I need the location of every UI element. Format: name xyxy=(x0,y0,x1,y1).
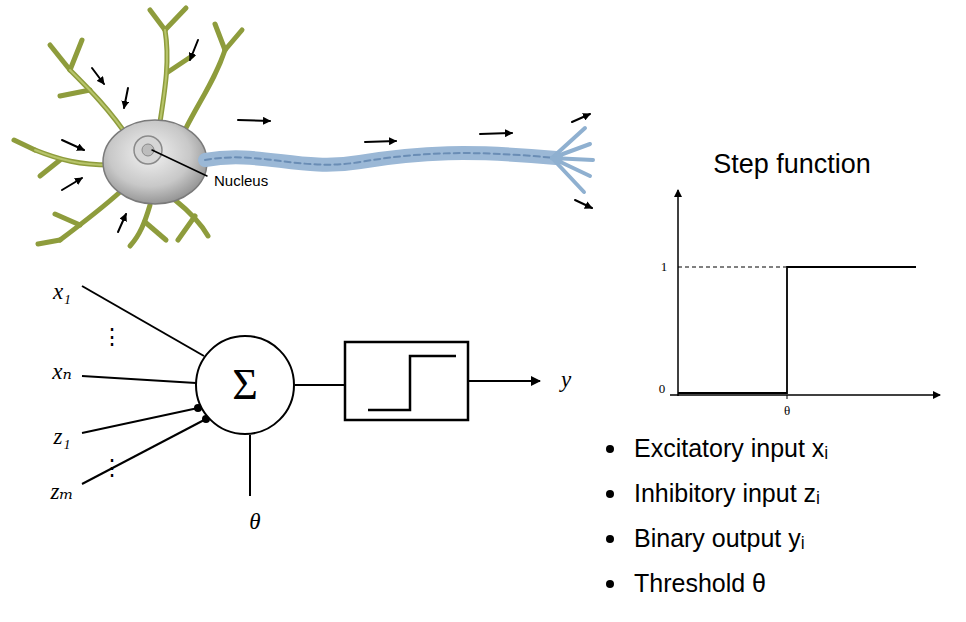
neuron-illustration xyxy=(14,8,593,246)
bullet-text: Excitatory input xᵢ xyxy=(634,435,828,463)
step-symbol xyxy=(368,356,456,410)
summation-circle: Σ xyxy=(195,335,295,435)
input-symbol: z₁ xyxy=(54,424,71,449)
bullet-text: Binary output yᵢ xyxy=(634,525,805,553)
axis-tick: 0 xyxy=(659,382,666,396)
input-symbol: x₁ xyxy=(53,279,71,304)
output-symbol: y xyxy=(561,367,571,392)
axis-tick: 1 xyxy=(661,260,668,274)
step-plot xyxy=(670,190,940,399)
bullet-text: Inhibitory input zᵢ xyxy=(634,480,820,508)
signal-wire xyxy=(295,384,344,386)
bullet-text: Threshold θ xyxy=(634,570,766,598)
input-symbol: zₘ xyxy=(50,479,73,504)
sum-symbol: Σ xyxy=(232,363,258,407)
output-arrow xyxy=(468,380,540,382)
step-block xyxy=(345,342,468,420)
part-label: Nucleus xyxy=(212,173,270,190)
axis-tick: θ xyxy=(784,404,790,418)
ellipsis: ⋮ xyxy=(101,325,123,349)
plot-title: Step function xyxy=(713,150,871,180)
bullet-dots xyxy=(606,445,614,588)
threshold-symbol: θ xyxy=(249,509,260,534)
ellipsis: ⋮ xyxy=(101,456,123,480)
input-symbol: xₙ xyxy=(52,359,72,384)
